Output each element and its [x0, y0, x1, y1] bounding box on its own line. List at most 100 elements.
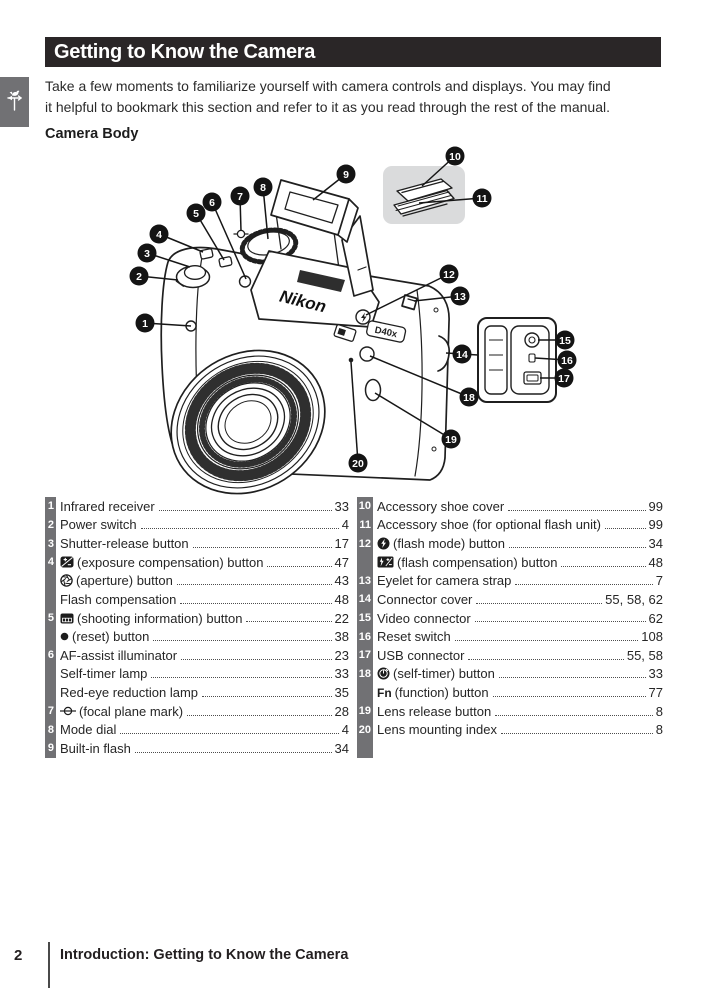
svg-text:6: 6 [209, 197, 215, 209]
exposure-compensation-button [199, 248, 214, 260]
parts-list-item: 7(focal plane mark)28 [45, 702, 349, 721]
callout-2: 2 [129, 266, 179, 286]
callout-6: 6 [202, 192, 247, 280]
intro-paragraph: Take a few moments to familiarize yourse… [45, 76, 665, 118]
svg-text:20: 20 [352, 458, 364, 470]
part-number: 19 [358, 705, 371, 718]
lens-mounting-index [348, 357, 354, 363]
page-reference: 33 [334, 666, 349, 682]
self-timer-icon [377, 667, 390, 680]
dotted-leader [561, 565, 646, 567]
part-label: Reset switch [377, 629, 451, 645]
dotted-leader [498, 677, 646, 679]
number-gutter [357, 497, 373, 758]
callout-4: 4 [149, 224, 204, 253]
part-number: 6 [47, 649, 54, 662]
part-number: 13 [358, 574, 371, 587]
info-button [218, 256, 233, 268]
part-label: Red-eye reduction lamp [60, 685, 199, 701]
aperture-icon [60, 574, 73, 588]
part-label: (focal plane mark) [79, 703, 184, 719]
callout-17: 17 [540, 368, 574, 388]
callout-10: 10 [421, 146, 465, 187]
page-reference: 34 [334, 740, 349, 756]
part-number: 3 [47, 537, 54, 550]
chapter-header-bar: Getting to Know the Camera [45, 37, 661, 67]
part-label: (shooting information) button [77, 610, 243, 626]
lens-release-button [364, 378, 382, 402]
page-reference: 99 [648, 517, 663, 533]
part-number: 8 [47, 723, 54, 736]
callout-8: 8 [253, 177, 273, 240]
parts-list-item: Red-eye reduction lamp 35 [45, 683, 349, 702]
part-label: USB connector [377, 647, 465, 663]
svg-text:17: 17 [558, 373, 570, 385]
strap-eyelet [401, 294, 418, 311]
part-number: 12 [358, 537, 371, 550]
self-timer-fn-button [359, 346, 375, 362]
part-label: (self-timer) button [393, 666, 495, 682]
dotted-leader [140, 528, 339, 530]
part-number: 20 [358, 723, 371, 736]
builtin-flash [270, 179, 374, 297]
svg-text:8: 8 [260, 182, 266, 194]
part-number: 17 [358, 649, 371, 662]
dotted-leader [120, 733, 339, 735]
dotted-leader [176, 584, 332, 586]
part-label: AF-assist illuminator [60, 647, 178, 663]
footer-divider [48, 942, 50, 988]
page-reference: 4 [341, 722, 349, 738]
callout-15: 15 [538, 330, 575, 350]
reset-dot-icon [60, 632, 69, 641]
number-gutter [45, 497, 56, 758]
part-number: 5 [47, 612, 54, 625]
page-reference: 38 [334, 629, 349, 645]
page-reference: 34 [648, 536, 663, 552]
lens-mount [333, 324, 357, 342]
flash-mode-icon [377, 537, 390, 550]
dotted-leader [181, 658, 332, 660]
part-number: 15 [358, 612, 371, 625]
svg-text:13: 13 [454, 291, 466, 303]
callout-13: 13 [413, 286, 470, 306]
part-label: Lens release button [377, 703, 492, 719]
section-heading: Camera Body [45, 126, 139, 142]
svg-text:2: 2 [136, 271, 142, 283]
chapter-title: Getting to Know the Camera [54, 41, 316, 63]
svg-text:4: 4 [156, 229, 162, 241]
connector-cover [437, 335, 451, 372]
page-reference: 35 [334, 685, 349, 701]
reset-switch [528, 353, 536, 363]
part-label: Flash compensation [60, 591, 177, 607]
part-label: Mode dial [60, 722, 117, 738]
callout-16: 16 [534, 350, 577, 370]
callout-14: 14 [445, 344, 479, 364]
callout-1: 1 [135, 313, 192, 333]
dotted-leader [153, 640, 332, 641]
part-label: Eyelet for camera strap [377, 573, 512, 589]
callout-5: 5 [186, 203, 225, 261]
svg-text:3: 3 [144, 248, 150, 260]
part-number: 2 [47, 518, 54, 531]
part-label: Power switch [60, 517, 137, 533]
flash-compensation-icon [377, 556, 394, 568]
dotted-leader [492, 695, 646, 697]
part-label: Accessory shoe cover [377, 498, 505, 514]
part-number: 10 [358, 500, 371, 513]
part-number: 16 [358, 630, 371, 643]
dotted-leader [476, 602, 603, 604]
accessory-shoe-inset [383, 166, 465, 224]
page-reference: 77 [648, 685, 663, 701]
